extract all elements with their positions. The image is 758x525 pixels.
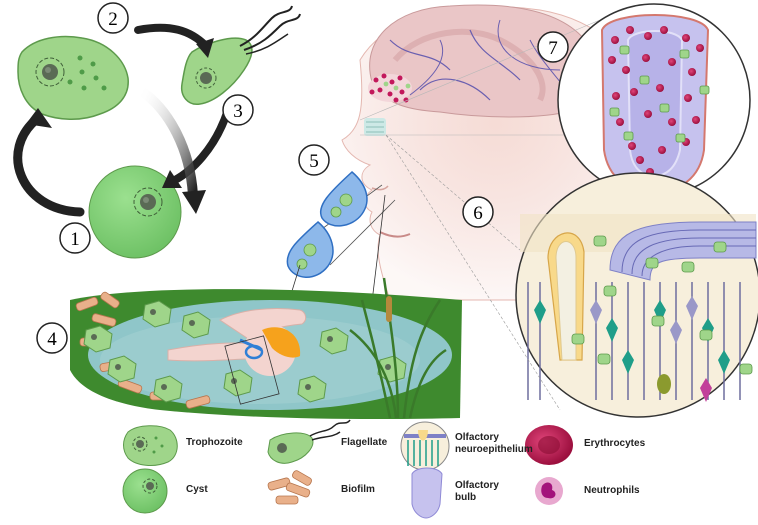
- legend-olfactory-bulb-icon: [411, 467, 443, 519]
- legend-label-flagellate: Flagellate: [341, 437, 388, 448]
- brain: [369, 4, 595, 118]
- legend-trophozoite-icon: [123, 425, 178, 466]
- lake-scene: [70, 277, 462, 420]
- step-badge-5: 5: [298, 144, 330, 176]
- legend-label-trophozoite: Trophozoite: [186, 437, 243, 448]
- nostril: [371, 185, 389, 191]
- legend-label-neutrophils: Neutrophils: [584, 485, 640, 496]
- legend-label-biofilm: Biofilm: [341, 484, 375, 495]
- legend-neuroepithelium-icon: [400, 421, 450, 471]
- legend-label-cyst: Cyst: [186, 484, 208, 495]
- zoom-olfactory-bulb: [557, 3, 751, 197]
- cattail: [386, 296, 392, 322]
- svg-text:6: 6: [473, 203, 483, 224]
- trophozoite-cell: [17, 35, 129, 120]
- legend-biofilm-icon: [267, 470, 312, 505]
- step-badge-7: 7: [537, 31, 569, 63]
- svg-text:1: 1: [70, 229, 80, 250]
- svg-text:2: 2: [108, 9, 118, 30]
- infected-bulb-region: [368, 73, 412, 103]
- step-badge-1: 1: [59, 222, 91, 254]
- legend-erythrocyte-icon: [525, 425, 573, 465]
- zoom-neuroepithelium: [385, 134, 758, 418]
- step-badge-2: 2: [97, 2, 129, 34]
- svg-text:3: 3: [233, 101, 243, 122]
- step-badge-3: 3: [222, 94, 254, 126]
- life-cycle: [13, 5, 301, 259]
- swimmer: [167, 308, 307, 405]
- cyst-cell: [88, 165, 182, 259]
- svg-text:7: 7: [548, 38, 558, 59]
- legend-icons: [122, 419, 573, 519]
- reeds: [349, 277, 447, 419]
- legend-label-erythrocytes: Erythrocytes: [584, 438, 646, 449]
- legend-flagellate-icon: [267, 419, 351, 464]
- legend-cyst-icon: [122, 468, 168, 514]
- step-badge-4: 4: [36, 322, 68, 354]
- lips: [379, 231, 411, 238]
- cycle-arrows: [13, 23, 232, 217]
- legend-label-olfactory-bulb: Olfactory bulb: [455, 480, 499, 503]
- step-badges: 1 2 3 4 5 6 7: [36, 2, 569, 354]
- svg-text:4: 4: [47, 329, 57, 350]
- legend-label-olfactory-neuroepithelium: Olfactory neuroepithelium: [455, 432, 533, 455]
- legend-neutrophil-icon: [535, 477, 563, 505]
- inhaled-droplets: [259, 170, 396, 401]
- flagellate-cell: [180, 5, 301, 105]
- svg-text:5: 5: [309, 151, 319, 172]
- step-badge-6: 6: [462, 196, 494, 228]
